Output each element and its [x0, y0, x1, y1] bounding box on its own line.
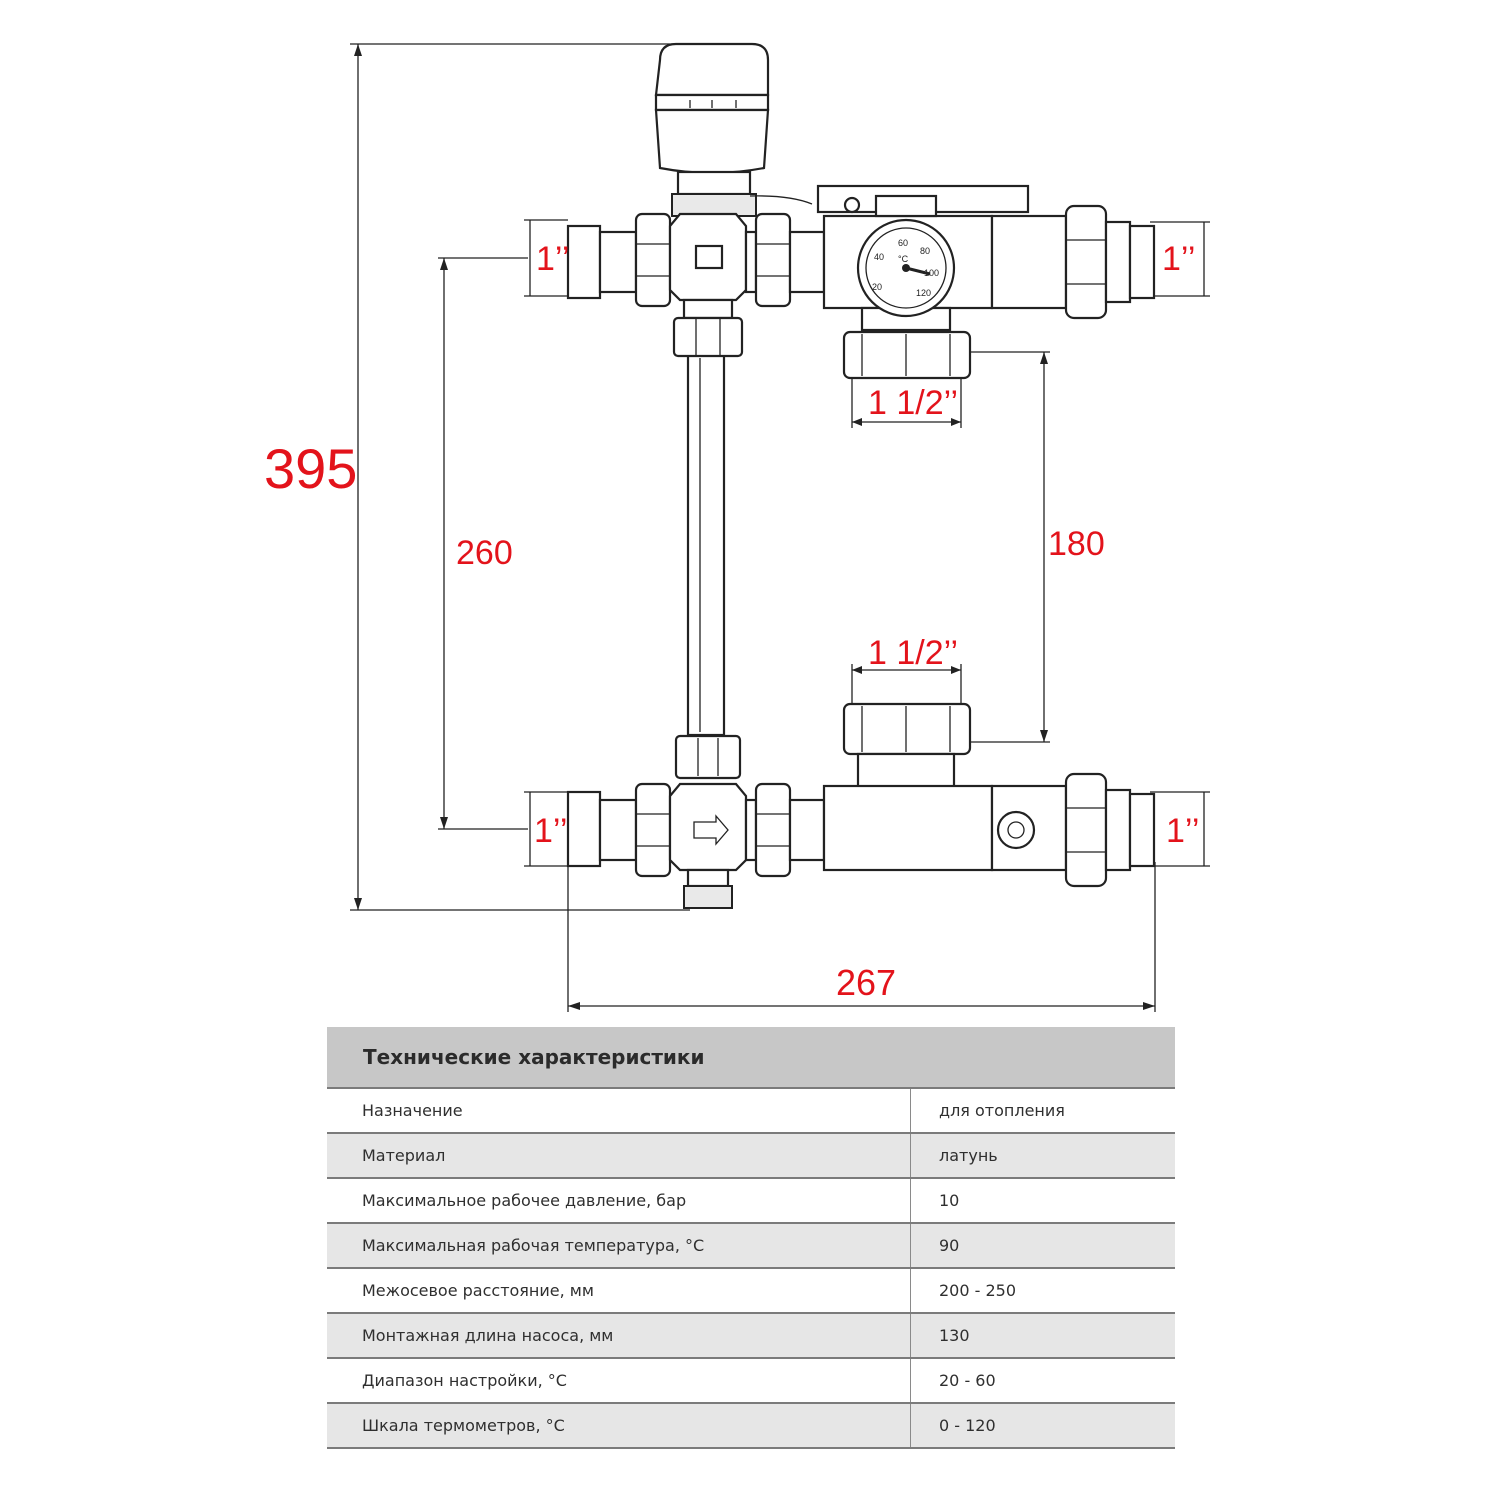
spec-value: 130: [910, 1313, 1175, 1359]
spec-label: Максимальная рабочая температура, °C: [327, 1223, 911, 1269]
spec-label: Максимальное рабочее давление, бар: [327, 1178, 911, 1224]
thermometer-gauge: 20 40 60 80 100 120 °C: [856, 218, 956, 318]
dim-thread-top-right: 1’’: [1162, 240, 1195, 278]
gauge-tick: 40: [874, 252, 884, 262]
table-row: Максимальное рабочее давление, бар 10: [327, 1178, 1175, 1224]
specs-table: Технические характеристики Назначение дл…: [327, 1027, 1175, 1449]
gauge-unit: °C: [898, 254, 909, 264]
bypass-tube: [686, 353, 726, 737]
dimension-lines: [350, 43, 1210, 1012]
spec-value: 200 - 250: [910, 1268, 1175, 1314]
spec-value: латунь: [910, 1133, 1175, 1179]
gauge-tick: 120: [916, 288, 931, 298]
dim-pump-thread-top: 1 1/2’’: [868, 384, 958, 422]
spec-value: 0 - 120: [910, 1403, 1175, 1449]
specs-title: Технические характеристики: [327, 1027, 1175, 1089]
spec-label: Межосевое расстояние, мм: [327, 1268, 911, 1314]
table-row: Максимальная рабочая температура, °C 90: [327, 1223, 1175, 1269]
table-row: Шкала термометров, °C 0 - 120: [327, 1403, 1175, 1449]
spec-label: Назначение: [327, 1088, 911, 1134]
dim-thread-bottom-right: 1’’: [1166, 812, 1199, 850]
spec-value: 20 - 60: [910, 1358, 1175, 1404]
table-row: Диапазон настройки, °C 20 - 60: [327, 1358, 1175, 1404]
dim-thread-top-left: 1’’: [536, 240, 569, 278]
return-line-bottom: [566, 702, 1156, 909]
spec-label: Шкала термометров, °C: [327, 1403, 911, 1449]
gauge-tick: 80: [920, 246, 930, 256]
dim-pump-thread-bottom: 1 1/2’’: [868, 634, 958, 672]
mixing-unit-drawing: 20 40 60 80 100 120 °C: [264, 42, 1210, 1012]
spec-value: 10: [910, 1178, 1175, 1224]
thermostatic-head: [654, 42, 813, 217]
gauge-tick: 20: [872, 282, 882, 292]
spec-value: 90: [910, 1223, 1175, 1269]
table-row: Межосевое расстояние, мм 200 - 250: [327, 1268, 1175, 1314]
gauge-tick: 100: [924, 268, 939, 278]
table-row: Назначение для отопления: [327, 1088, 1175, 1134]
dim-axis-distance: 260: [456, 534, 513, 572]
gauge-tick: 60: [898, 238, 908, 248]
table-row: Монтажная длина насоса, мм 130: [327, 1313, 1175, 1359]
spec-label: Диапазон настройки, °C: [327, 1358, 911, 1404]
spec-label: Монтажная длина насоса, мм: [327, 1313, 911, 1359]
table-row: Материал латунь: [327, 1133, 1175, 1179]
spec-label: Материал: [327, 1133, 911, 1179]
spec-value: для отопления: [910, 1088, 1175, 1134]
dim-total-width: 267: [836, 962, 896, 1003]
dim-thread-bottom-left: 1’’: [534, 812, 567, 850]
dim-total-height: 395: [264, 437, 357, 500]
specs-header-row: Технические характеристики: [327, 1027, 1175, 1089]
supply-line-top: [566, 184, 1156, 380]
dim-pump-distance: 180: [1048, 525, 1105, 563]
